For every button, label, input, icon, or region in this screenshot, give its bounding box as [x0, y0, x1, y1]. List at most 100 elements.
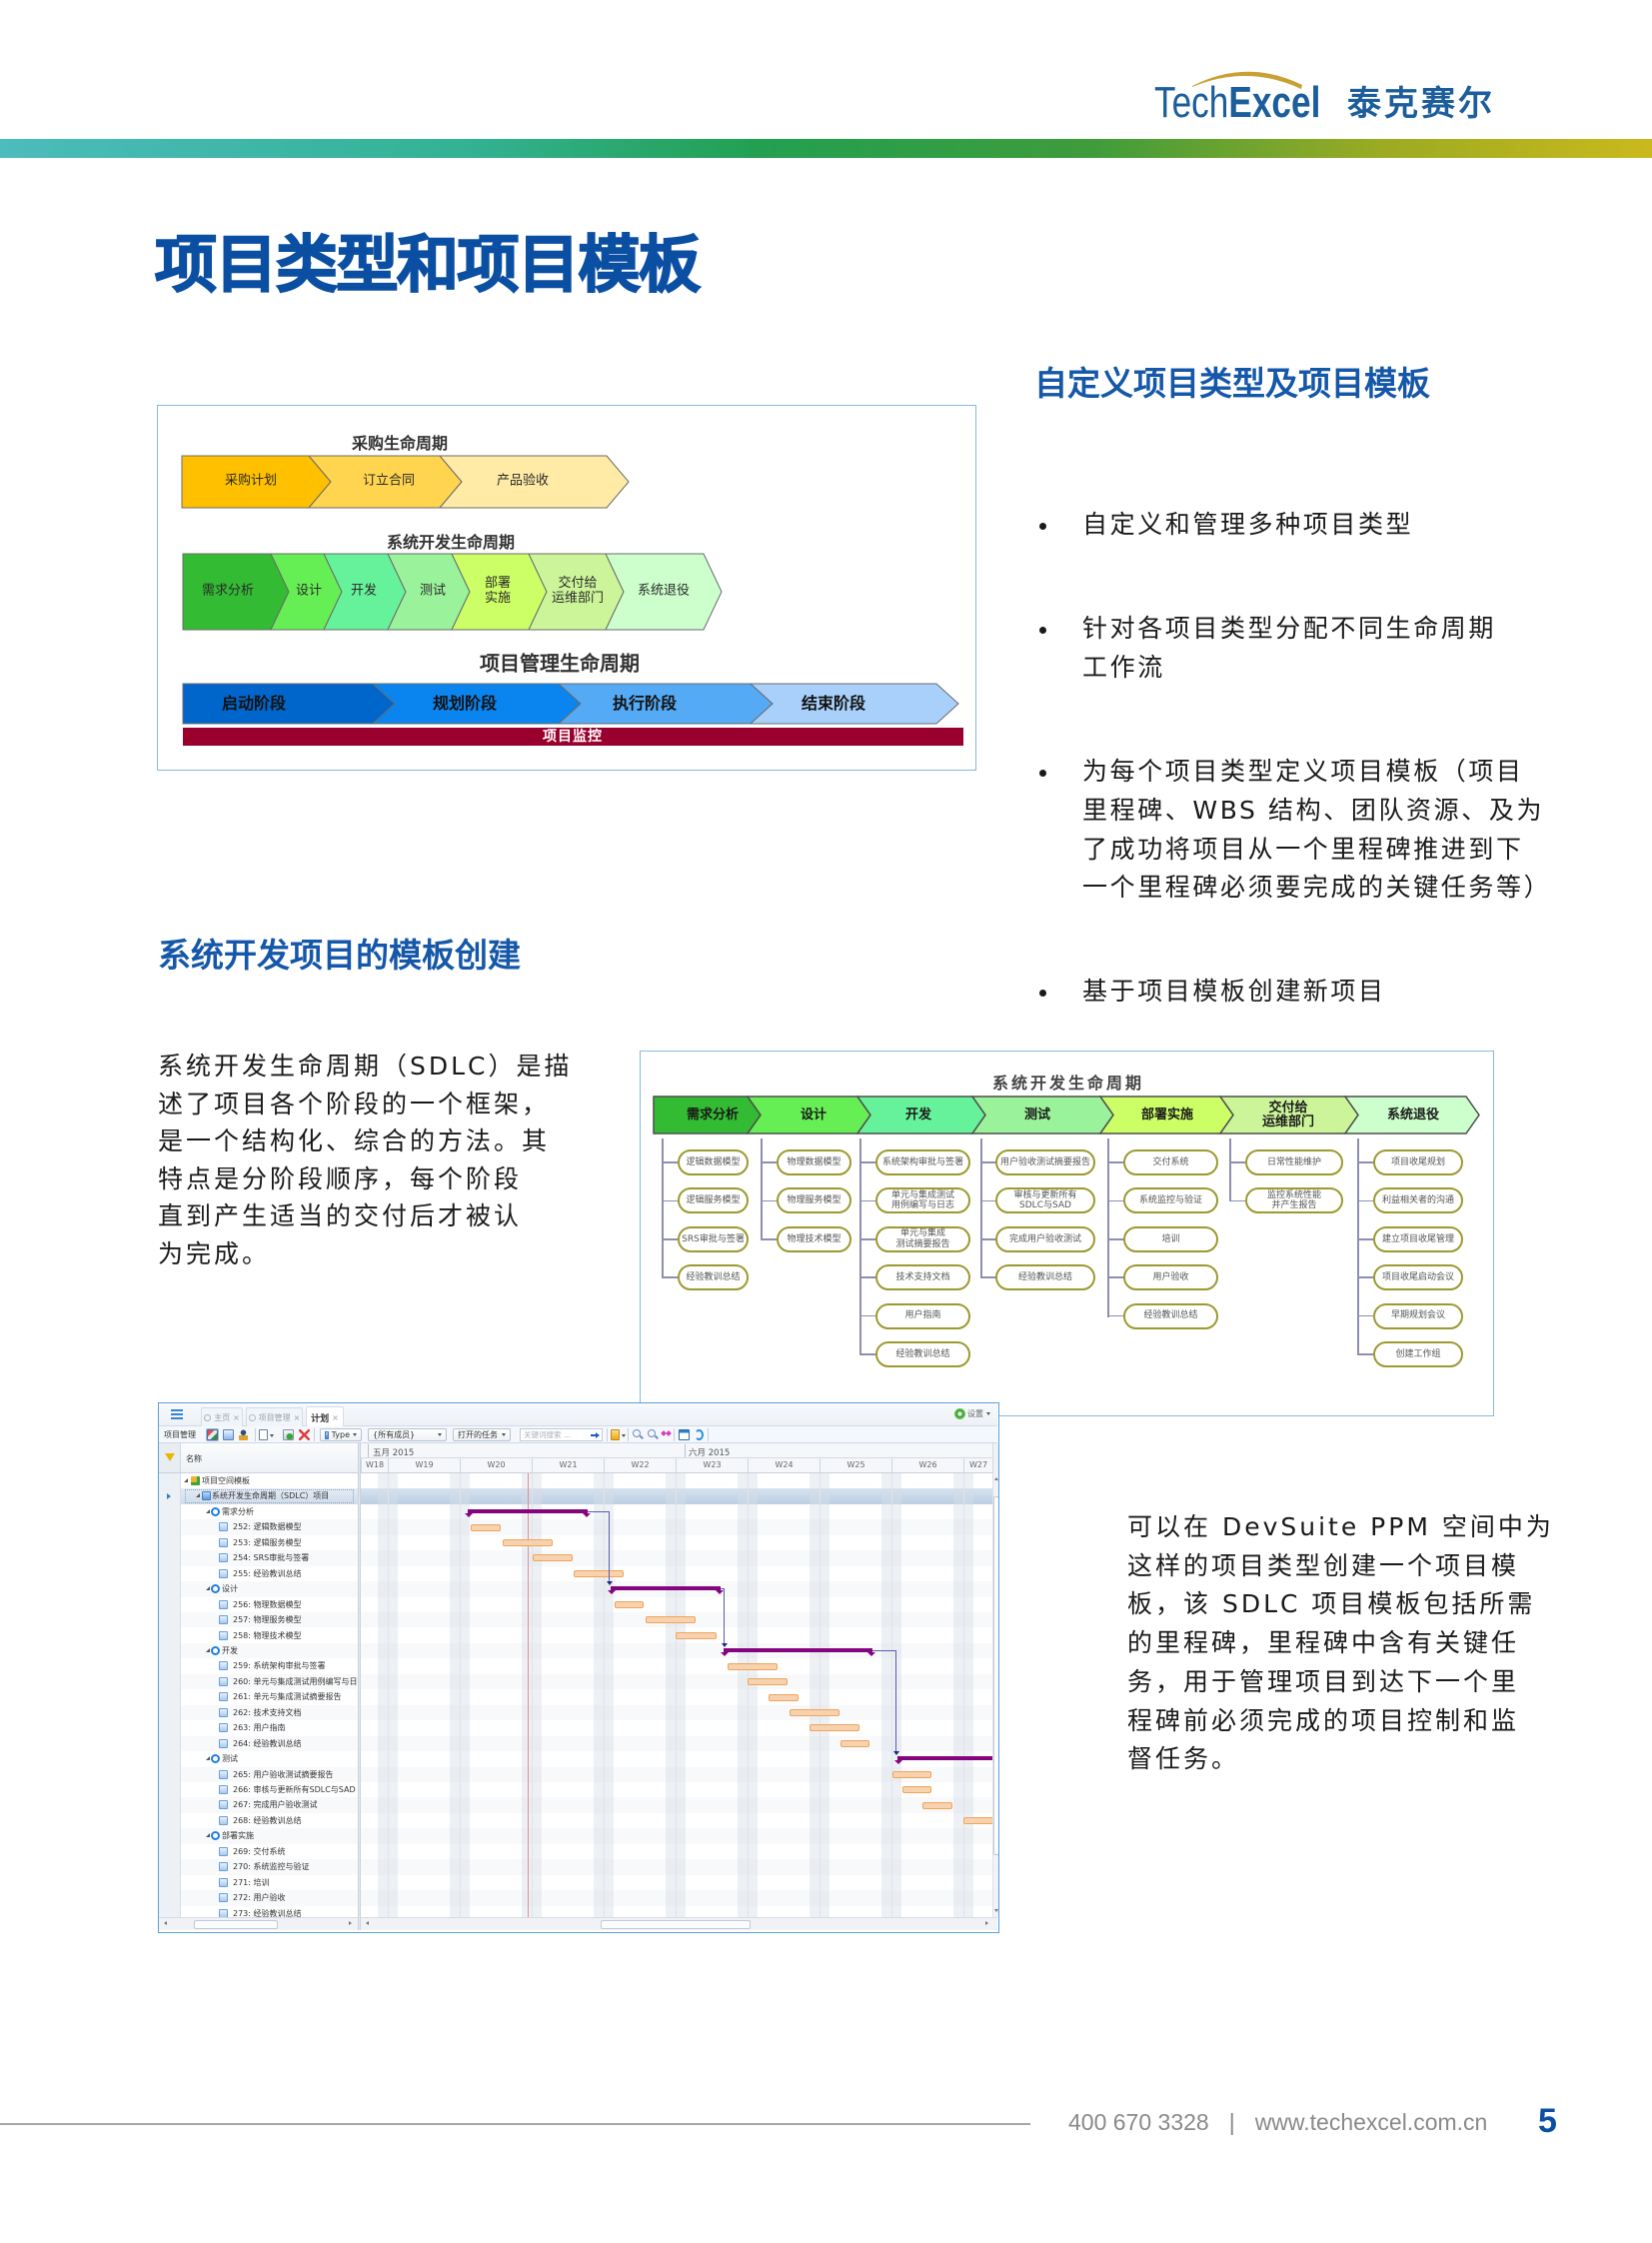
tree-row[interactable]: 需求分析: [159, 1504, 358, 1519]
tree-row[interactable]: 264: 经验教训总结: [159, 1735, 358, 1752]
task-bar[interactable]: [902, 1786, 932, 1794]
close-tab-icon[interactable]: ×: [293, 1412, 301, 1422]
expand-toggle-icon[interactable]: [206, 1833, 210, 1838]
chart-view-button[interactable]: [223, 1429, 234, 1440]
expand-toggle-icon[interactable]: [196, 1493, 200, 1498]
pane-splitter[interactable]: [358, 1443, 361, 1930]
task-bar[interactable]: [963, 1817, 992, 1825]
close-tab-icon[interactable]: ×: [332, 1412, 339, 1422]
tab-home[interactable]: 主页 ×: [201, 1407, 243, 1426]
members-dropdown[interactable]: {所有成员}: [368, 1428, 447, 1441]
tree-row[interactable]: 测试: [159, 1751, 358, 1766]
expand-toggle-icon[interactable]: [206, 1756, 210, 1761]
tree-horizontal-scrollbar[interactable]: [159, 1917, 358, 1930]
tree-row[interactable]: 266: 审核与更新所有SDLC与SAD: [159, 1782, 358, 1797]
vertical-scroll-thumb[interactable]: [993, 1496, 998, 1855]
settings-button[interactable]: 设置: [955, 1408, 990, 1419]
tree-row[interactable]: 256: 物理数据模型: [159, 1597, 358, 1612]
task-bar[interactable]: [646, 1616, 696, 1624]
task-bar[interactable]: [574, 1569, 624, 1577]
scroll-left-arrow-icon[interactable]: [366, 1921, 369, 1925]
tree-row[interactable]: 265: 用户验收测试摘要报告: [159, 1766, 358, 1782]
deliverable-pill: 项目收尾启动会议: [1373, 1264, 1463, 1291]
type-dropdown[interactable]: Type: [320, 1428, 362, 1441]
scroll-left-arrow-icon[interactable]: [164, 1921, 167, 1925]
close-tab-icon[interactable]: ×: [233, 1412, 240, 1422]
scroll-right-arrow-icon[interactable]: [349, 1921, 352, 1925]
folder-button[interactable]: [611, 1429, 620, 1440]
tree-row[interactable]: 271: 培训: [159, 1875, 358, 1890]
tree-row[interactable]: 252: 逻辑数据模型: [159, 1519, 358, 1535]
tree-row[interactable]: 项目空间模板: [159, 1473, 358, 1488]
task-bar[interactable]: [676, 1631, 718, 1639]
tree-row[interactable]: 273: 经验教训总结: [159, 1906, 358, 1917]
expand-toggle-icon[interactable]: [184, 1478, 188, 1482]
expand-toggle-icon[interactable]: [206, 1647, 210, 1652]
zoom-out-icon[interactable]: [648, 1429, 656, 1437]
tree-row[interactable]: 254: SRS审批与签署: [159, 1550, 358, 1566]
refresh-icon[interactable]: [695, 1429, 704, 1440]
tree-row[interactable]: 设计: [159, 1581, 358, 1597]
folder-dropdown-icon[interactable]: [622, 1434, 626, 1437]
scroll-right-arrow-icon[interactable]: [985, 1921, 988, 1925]
task-bar[interactable]: [809, 1724, 860, 1732]
resource-view-button[interactable]: [239, 1429, 248, 1440]
task-bar[interactable]: [768, 1693, 800, 1701]
task-bar[interactable]: [533, 1554, 574, 1562]
expand-toggle-icon[interactable]: [206, 1508, 210, 1513]
tree-row[interactable]: 部署实施: [159, 1828, 358, 1844]
milestone-summary-bar[interactable]: [608, 1585, 725, 1594]
search-go-arrow-icon[interactable]: [591, 1432, 600, 1438]
hamburger-menu-icon[interactable]: [171, 1409, 183, 1419]
task-bar[interactable]: [892, 1770, 932, 1778]
expand-toggle-icon[interactable]: [206, 1586, 210, 1591]
tree-row[interactable]: 260: 单元与集成测试用例编写与日志: [159, 1673, 358, 1690]
task-bar[interactable]: [615, 1600, 645, 1608]
new-item-button[interactable]: [259, 1429, 268, 1440]
tree-row[interactable]: 259: 系统架构审批与签署: [159, 1658, 358, 1673]
timeline-horizontal-scrollbar[interactable]: [361, 1917, 997, 1930]
tree-row[interactable]: 253: 逻辑服务模型: [159, 1535, 358, 1550]
task-bar[interactable]: [471, 1523, 502, 1531]
keyword-search-input[interactable]: [520, 1428, 603, 1441]
tree-row[interactable]: 267: 完成用户验收测试: [159, 1797, 358, 1813]
tree-row[interactable]: 269: 交付系统: [159, 1844, 358, 1859]
new-item-dropdown-icon[interactable]: [270, 1434, 274, 1437]
tree-row[interactable]: 268: 经验教训总结: [159, 1813, 358, 1828]
milestone-summary-bar[interactable]: [465, 1508, 591, 1517]
save-template-button[interactable]: [283, 1429, 294, 1440]
tree-row[interactable]: 257: 物理服务模型: [159, 1612, 358, 1628]
task-bar[interactable]: [503, 1539, 553, 1547]
tree-row[interactable]: 系统开发生命周期（SDLC）项目: [159, 1488, 358, 1504]
task-bar[interactable]: [790, 1708, 839, 1716]
gantt-view-button[interactable]: [207, 1429, 218, 1440]
tree-row[interactable]: 262: 技术支持文档: [159, 1704, 358, 1721]
tree-row[interactable]: 272: 用户验收: [159, 1890, 358, 1906]
milestone-summary-bar[interactable]: [894, 1755, 992, 1764]
task-bar[interactable]: [839, 1739, 870, 1747]
tab-plan[interactable]: 计划 ×: [306, 1406, 344, 1427]
tree-row[interactable]: 258: 物理技术模型: [159, 1628, 358, 1643]
filter-button[interactable]: [159, 1443, 181, 1472]
tree-row[interactable]: 270: 系统监控与验证: [159, 1859, 358, 1875]
tab-project-management[interactable]: 项目管理 ×: [246, 1407, 303, 1426]
tree-scroll-thumb[interactable]: [194, 1920, 278, 1929]
task-bar[interactable]: [921, 1801, 952, 1809]
scroll-down-arrow-icon[interactable]: [994, 1909, 998, 1912]
tree-row[interactable]: 263: 用户指南: [159, 1720, 358, 1735]
calendar-icon[interactable]: [679, 1429, 690, 1440]
tree-row[interactable]: 261: 单元与集成测试摘要报告: [159, 1689, 358, 1704]
timeline-scroll-thumb[interactable]: [601, 1920, 751, 1929]
tree-row[interactable]: 255: 经验教训总结: [159, 1566, 358, 1581]
zoom-in-icon[interactable]: [633, 1429, 641, 1437]
name-column-header[interactable]: 名称: [186, 1454, 202, 1463]
task-bar[interactable]: [748, 1678, 789, 1686]
tree-row[interactable]: 开发: [159, 1642, 358, 1659]
milestone-summary-bar[interactable]: [721, 1647, 876, 1656]
scroll-up-arrow-icon[interactable]: [994, 1477, 998, 1480]
tasks-filter-dropdown[interactable]: 打开的任务: [453, 1428, 511, 1441]
milestone-diamonds-icon[interactable]: [662, 1431, 671, 1436]
vertical-scrollbar[interactable]: [992, 1473, 998, 1917]
task-bar[interactable]: [728, 1662, 778, 1670]
delete-button[interactable]: [299, 1429, 310, 1440]
